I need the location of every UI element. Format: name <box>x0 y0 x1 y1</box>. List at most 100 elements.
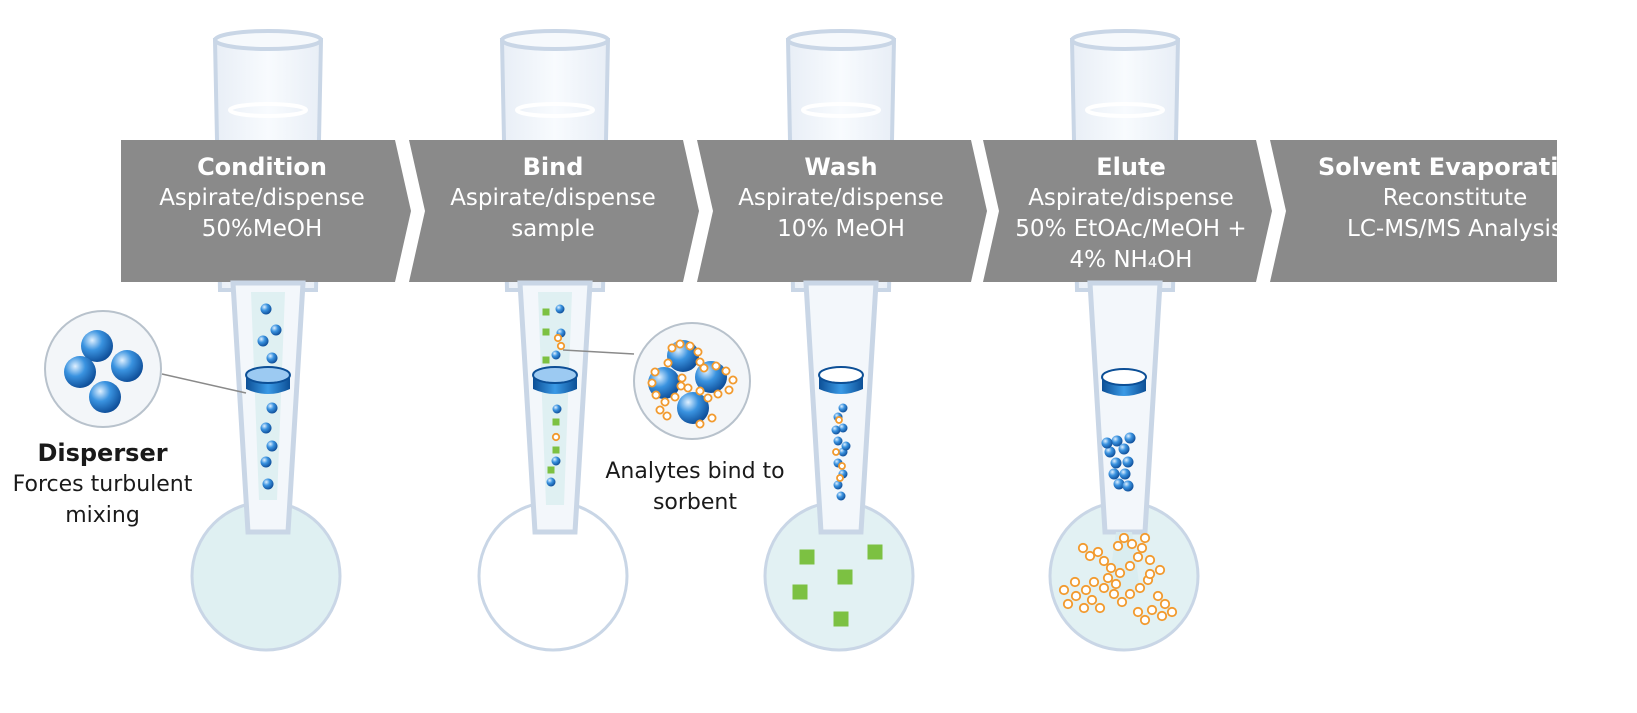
step-bind-label: Bind Aspirate/dispense sample <box>412 152 694 245</box>
eluted-analyte <box>1084 550 1096 562</box>
step-bind-line-2: sample <box>511 216 595 242</box>
disperser-magnifier <box>44 310 162 428</box>
eluted-analyte <box>1132 606 1144 618</box>
sorbent-bead <box>1104 446 1116 458</box>
magnified-analyte <box>650 367 660 377</box>
eluted-analyte <box>1126 538 1138 550</box>
magnified-analyte <box>655 405 665 415</box>
eluted-analyte <box>1105 562 1117 574</box>
step-condition-line-2: 50%MeOH <box>201 216 323 242</box>
matrix-square <box>542 308 550 316</box>
sorbent-bead <box>262 478 274 490</box>
eluted-analyte <box>1124 588 1136 600</box>
magnified-analyte <box>713 389 723 399</box>
analytes-line-2: sorbent <box>652 490 738 515</box>
eluted-analyte <box>1086 594 1098 606</box>
eluted-analyte <box>1069 576 1081 588</box>
magnified-analyte <box>670 392 680 402</box>
step-elute-arrow <box>983 140 1272 282</box>
sorbent-bead <box>838 423 848 433</box>
sorbent-bead <box>1119 468 1131 480</box>
magnified-analyte <box>677 373 687 383</box>
pipette-tip-inner-ring <box>228 102 308 118</box>
matrix-square <box>799 549 815 565</box>
sorbent-bead <box>270 324 282 336</box>
sorbent-bead <box>841 441 851 451</box>
eluted-analyte <box>1154 564 1166 576</box>
disperser-title: Disperser <box>37 439 168 467</box>
pipette-tip-rim <box>1070 29 1180 51</box>
sorbent-bead <box>555 304 565 314</box>
step-solvent-evaporation-arrow <box>1270 140 1557 282</box>
matrix-square <box>547 466 555 474</box>
sorbent-bead <box>1110 457 1122 469</box>
magnified-analyte <box>703 393 713 403</box>
magnified-analyte <box>662 411 672 421</box>
sorbent-bead <box>266 440 278 452</box>
sorbent-bead <box>838 403 848 413</box>
magnified-analyte <box>724 385 734 395</box>
matrix-square <box>867 544 883 560</box>
pipette-tip-rim <box>213 29 323 51</box>
analyte-ring <box>551 432 561 442</box>
step-wash-line-1: Aspirate/dispense <box>738 185 944 211</box>
magnified-bead <box>64 356 96 388</box>
eluted-analyte <box>1136 542 1148 554</box>
eluted-analyte <box>1139 614 1151 626</box>
pipette-tip-rim <box>500 29 610 51</box>
sorbent-bead <box>552 404 562 414</box>
step-elute-title: Elute <box>1096 153 1166 181</box>
matrix-square <box>792 584 808 600</box>
magnified-analyte <box>676 381 686 391</box>
eluted-analyte <box>1092 546 1104 558</box>
sorbent-bead <box>1113 478 1125 490</box>
analyte-ring <box>832 448 840 456</box>
sorbent-bead <box>831 425 841 435</box>
matrix-square <box>542 328 550 336</box>
magnified-analyte <box>647 378 657 388</box>
eluted-analyte <box>1124 560 1136 572</box>
sorbent-bead <box>1122 456 1134 468</box>
matrix-square <box>552 446 560 454</box>
sorbent-bead <box>836 491 846 501</box>
eluted-analyte <box>1094 602 1106 614</box>
step-bind-arrow <box>409 140 699 282</box>
matrix-square <box>837 569 853 585</box>
magnified-analyte <box>699 363 709 373</box>
step-condition-label: Condition Aspirate/dispense 50%MeOH <box>122 152 402 245</box>
sorbent-bead <box>1122 480 1134 492</box>
magnified-bead <box>111 350 143 382</box>
matrix-square <box>552 418 560 426</box>
magnified-analyte <box>707 413 717 423</box>
matrix-square <box>833 611 849 627</box>
eluted-analyte <box>1144 554 1156 566</box>
pipette-tip-body <box>1087 280 1163 535</box>
magnified-analyte <box>695 357 705 367</box>
step-solvent-evaporation-label: Solvent Evaporation Reconstitute LC-MS/M… <box>1280 152 1630 245</box>
disperser-ring-top <box>1101 368 1147 386</box>
step-wash-arrow <box>697 140 987 282</box>
sorbent-bead <box>546 477 556 487</box>
sorbent-bead <box>551 456 561 466</box>
sorbent-bead <box>257 335 269 347</box>
magnified-analyte <box>695 386 705 396</box>
sorbent-bead <box>1118 443 1130 455</box>
matrix-square <box>542 356 550 364</box>
step-bind-line-1: Aspirate/dispense <box>450 185 656 211</box>
magnified-bead <box>81 330 113 362</box>
magnified-analyte <box>693 347 703 357</box>
sorbent-bead <box>266 402 278 414</box>
eluted-analyte <box>1132 551 1144 563</box>
eluted-analyte <box>1058 584 1070 596</box>
eluted-analyte <box>1080 584 1092 596</box>
magnified-analyte <box>721 366 731 376</box>
sorbent-bead <box>1124 432 1136 444</box>
step-condition-line-1: Aspirate/dispense <box>159 185 365 211</box>
eluted-analyte <box>1144 568 1156 580</box>
analytes-line-1: Analytes bind to <box>605 459 785 484</box>
pipette-tip-inner-ring <box>515 102 595 118</box>
sorbent-bead <box>833 436 843 446</box>
pipette-tip-inner-ring <box>801 102 881 118</box>
